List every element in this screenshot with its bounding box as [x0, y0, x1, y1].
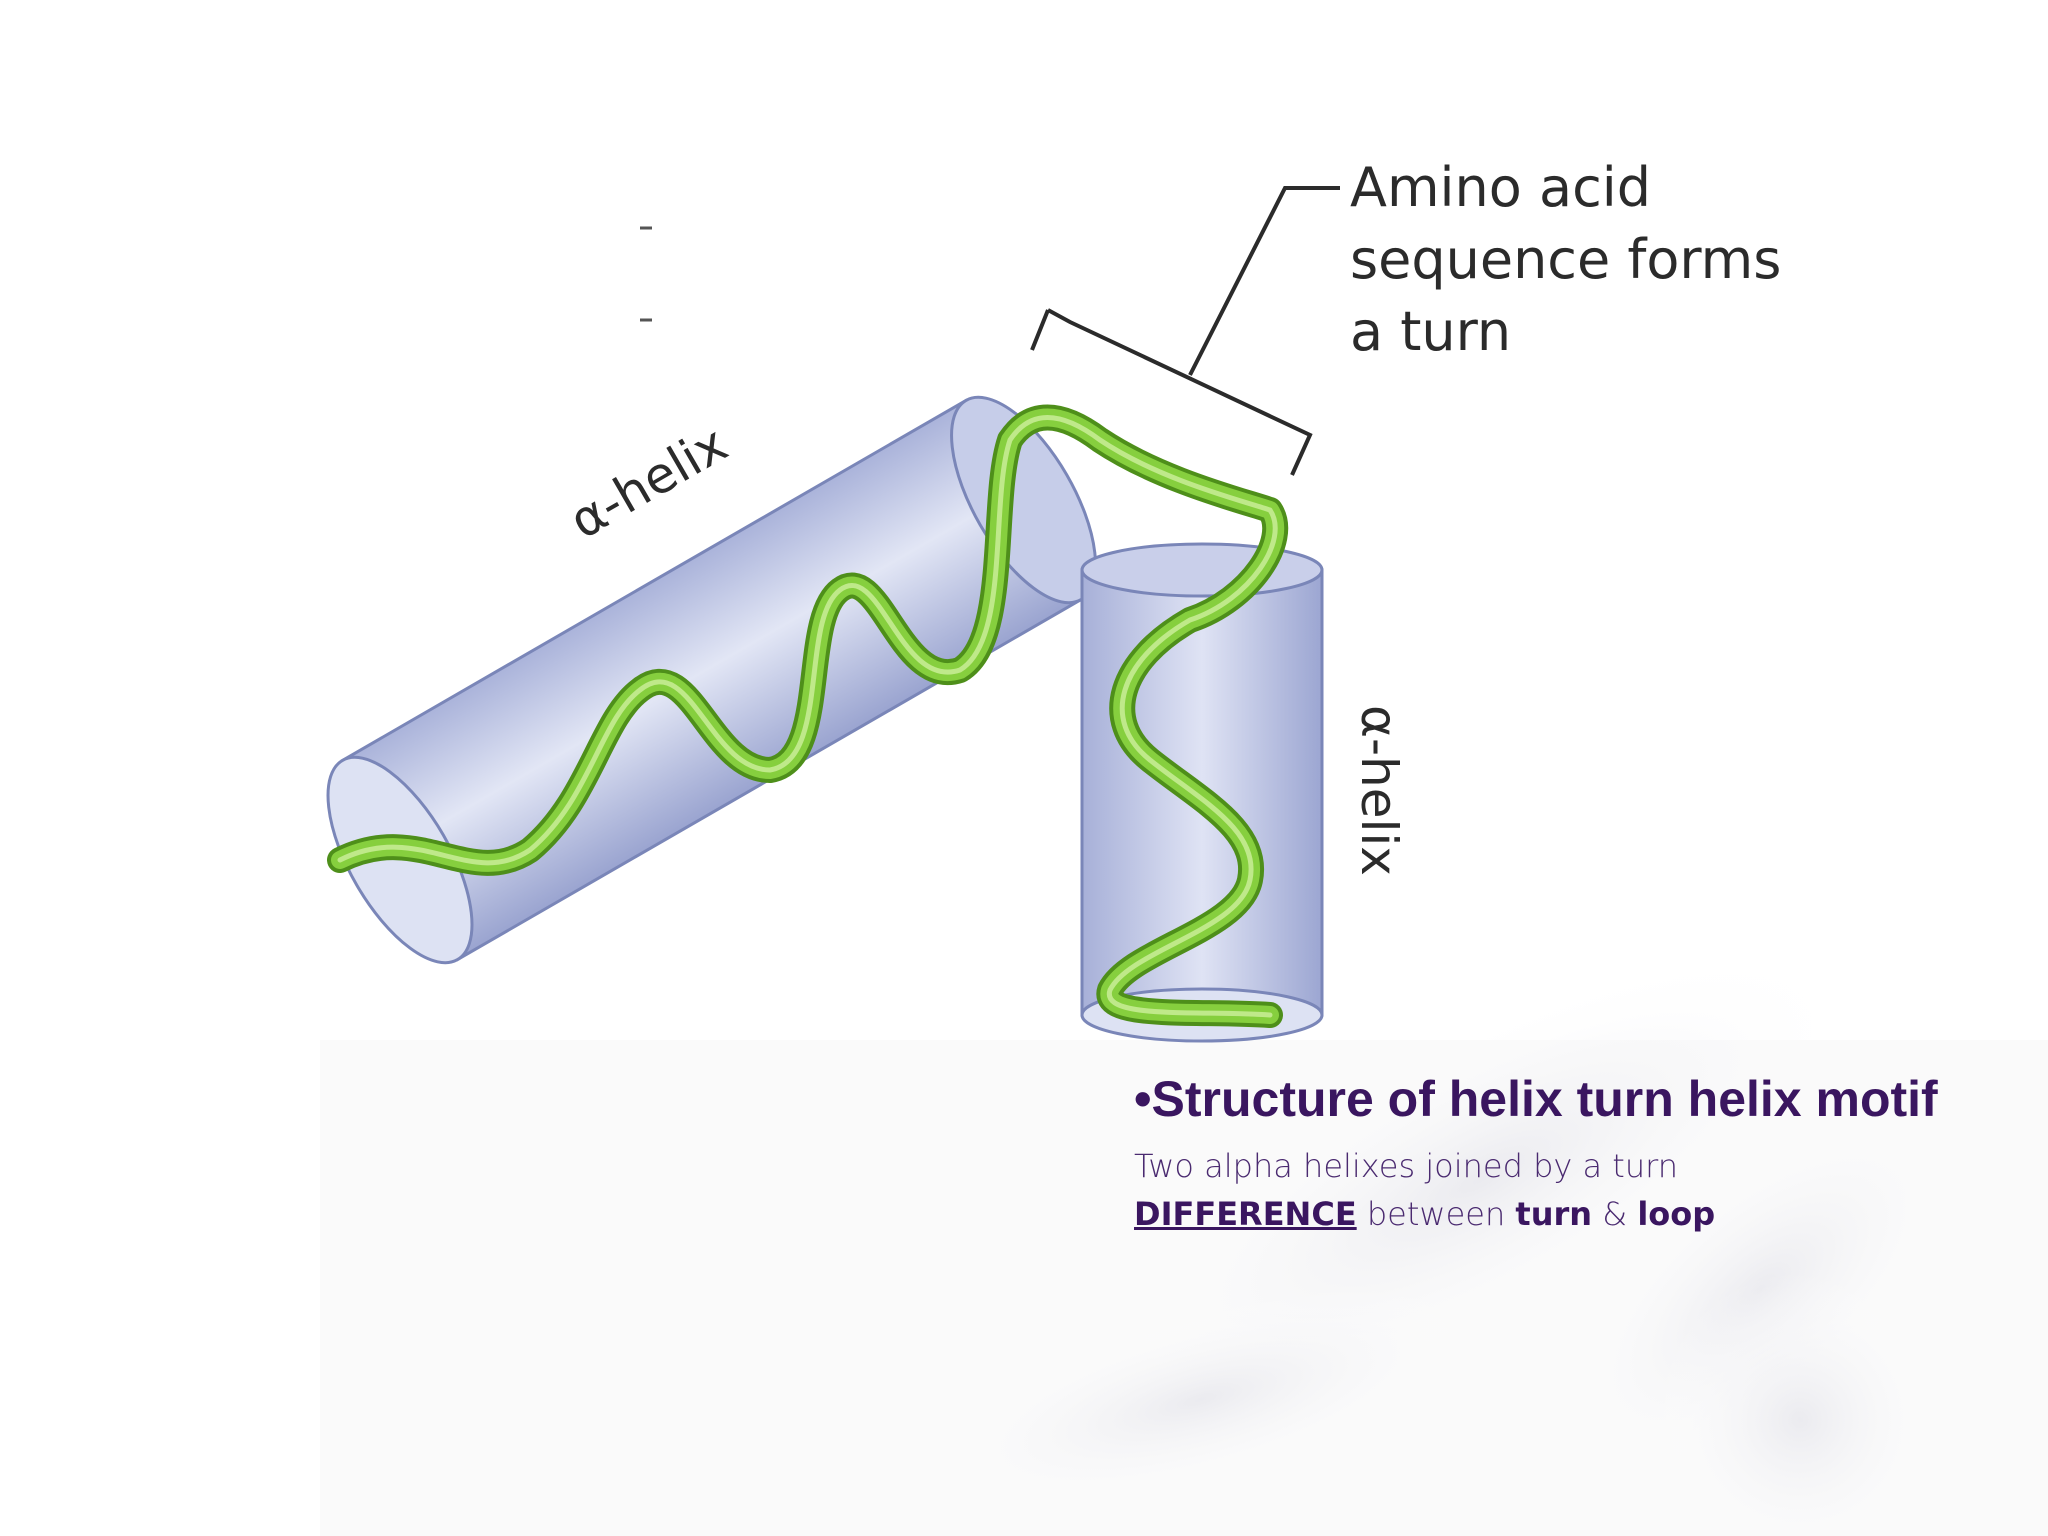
helix-label-right: α-helix: [1350, 705, 1408, 876]
bullet: •: [1134, 1071, 1152, 1127]
turn-label-line-3: a turn: [1350, 300, 1512, 363]
small-dashes: [640, 226, 652, 322]
caption-line-2-amp: &: [1592, 1195, 1638, 1233]
background-blob: [1650, 1270, 1950, 1536]
turn-label-line-1: Amino acid: [1350, 156, 1652, 219]
caption-line-2-mid: between: [1356, 1195, 1516, 1233]
term-turn: turn: [1515, 1195, 1593, 1233]
caption-line-2: DIFFERENCE between turn & loop: [1134, 1190, 1994, 1238]
ribbon-helix: [327, 404, 1289, 1028]
term-loop: loop: [1637, 1195, 1716, 1233]
caption-line-1: Two alpha helixes joined by a turn: [1134, 1147, 1678, 1185]
caption-title: •Structure of helix turn helix motif: [1134, 1070, 1994, 1128]
caption-block: •Structure of helix turn helix motif Two…: [1134, 1070, 1994, 1238]
caption-title-text: Structure of helix turn helix motif: [1151, 1071, 1938, 1127]
turn-bracket: [1030, 186, 1340, 476]
difference-keyword: DIFFERENCE: [1134, 1195, 1357, 1233]
background-blob: [909, 1283, 1491, 1517]
turn-label-line-2: sequence forms: [1350, 228, 1782, 291]
